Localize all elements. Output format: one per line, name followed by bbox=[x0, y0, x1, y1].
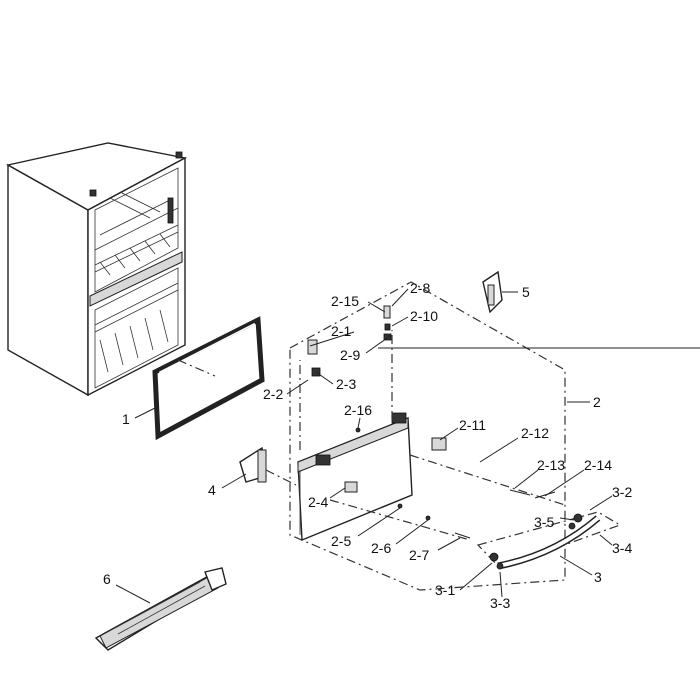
drawer-bin-part-6 bbox=[94, 567, 227, 651]
label-3-3: 3-3 bbox=[490, 595, 510, 611]
handle-assembly-3 bbox=[476, 511, 622, 570]
leader-lines bbox=[115, 288, 613, 604]
label-3-2: 3-2 bbox=[612, 484, 632, 500]
label-2-9: 2-9 bbox=[340, 347, 360, 363]
door-gasket-part-1 bbox=[152, 316, 265, 441]
refrigerator-cabinet bbox=[6, 142, 188, 397]
label-2-4: 2-4 bbox=[308, 494, 328, 510]
label-2-12: 2-12 bbox=[521, 425, 549, 441]
label-3-1: 3-1 bbox=[435, 582, 455, 598]
label-2: 2 bbox=[593, 394, 601, 410]
label-4: 4 bbox=[208, 482, 216, 498]
label-2-2: 2-2 bbox=[263, 386, 283, 402]
label-6: 6 bbox=[103, 571, 111, 587]
drawer-rail-lines bbox=[329, 454, 566, 541]
label-2-7: 2-7 bbox=[409, 547, 429, 563]
part-labels: 1 2 2-15 2-8 2-10 2-1 2-9 2-3 2-2 2-16 2… bbox=[103, 280, 632, 611]
label-2-6: 2-6 bbox=[371, 540, 391, 556]
label-2-8: 2-8 bbox=[410, 280, 430, 296]
left-bracket-part-4 bbox=[239, 446, 297, 486]
label-5: 5 bbox=[522, 284, 530, 300]
label-3-4: 3-4 bbox=[612, 540, 632, 556]
label-2-13: 2-13 bbox=[537, 457, 565, 473]
label-2-10: 2-10 bbox=[410, 308, 438, 324]
label-3: 3 bbox=[594, 569, 602, 585]
label-3-5: 3-5 bbox=[534, 514, 554, 530]
label-2-11: 2-11 bbox=[459, 417, 486, 433]
label-2-3: 2-3 bbox=[336, 376, 356, 392]
right-bracket-part-5 bbox=[482, 270, 503, 314]
label-2-14: 2-14 bbox=[584, 457, 612, 473]
label-2-5: 2-5 bbox=[331, 533, 351, 549]
drawer-door-front bbox=[297, 330, 413, 542]
label-2-15: 2-15 bbox=[331, 293, 359, 309]
label-1: 1 bbox=[122, 411, 130, 427]
label-2-1: 2-1 bbox=[331, 323, 351, 339]
label-2-16: 2-16 bbox=[344, 402, 372, 418]
assembly-2-outline bbox=[289, 281, 700, 591]
